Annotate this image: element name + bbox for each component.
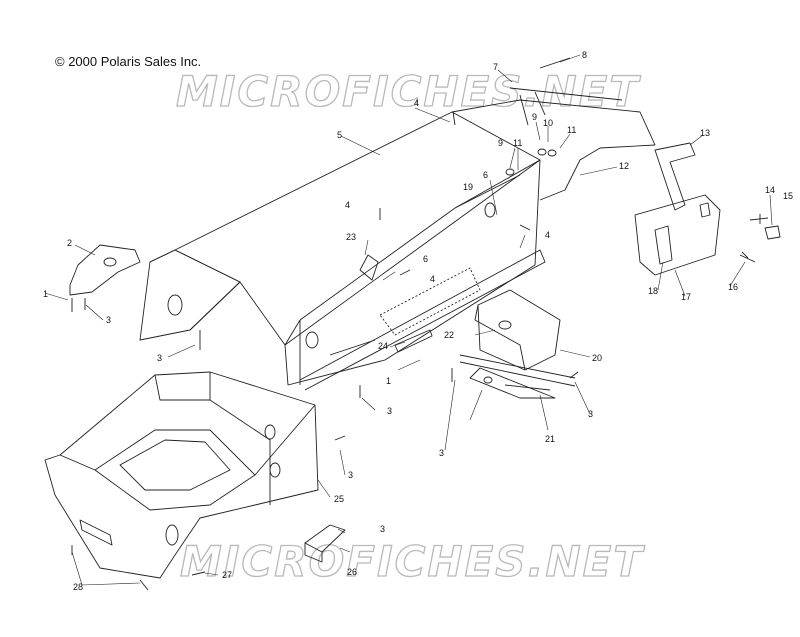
leader-lines bbox=[44, 54, 773, 586]
callout-11a: 11 bbox=[567, 125, 576, 135]
callout-4b: 4 bbox=[345, 200, 350, 210]
hitch-assembly-part bbox=[459, 289, 576, 399]
callout-3e: 3 bbox=[380, 524, 385, 534]
callout-9b: 9 bbox=[498, 138, 503, 148]
callout-3b: 3 bbox=[157, 353, 162, 363]
callout-3d: 3 bbox=[348, 470, 353, 480]
callout-28: 28 bbox=[73, 582, 83, 592]
rear-extension-part bbox=[451, 57, 656, 201]
tunnel-part bbox=[139, 111, 546, 391]
callout-3a: 3 bbox=[106, 315, 111, 325]
callout-3c: 3 bbox=[387, 406, 392, 416]
callout-25: 25 bbox=[334, 494, 344, 504]
callout-5: 5 bbox=[337, 130, 342, 140]
fasteners-right bbox=[739, 214, 781, 263]
bracket-part-2 bbox=[69, 244, 141, 312]
callout-7: 7 bbox=[493, 62, 498, 72]
callout-4a: 4 bbox=[414, 98, 419, 108]
callout-27: 27 bbox=[222, 570, 232, 580]
callout-8: 8 bbox=[582, 50, 587, 60]
callout-15: 15 bbox=[783, 191, 793, 201]
callout-19: 19 bbox=[463, 182, 473, 192]
callout-16: 16 bbox=[728, 282, 738, 292]
callout-23: 23 bbox=[346, 232, 356, 242]
callout-26: 26 bbox=[347, 567, 357, 577]
callout-18: 18 bbox=[648, 286, 658, 296]
bracket-part-13 bbox=[654, 142, 696, 211]
callout-1: 1 bbox=[43, 289, 48, 299]
callout-17: 17 bbox=[681, 292, 691, 302]
callout-4d: 4 bbox=[430, 274, 435, 284]
small-bracket-part-26 bbox=[304, 524, 346, 563]
callout-12: 12 bbox=[619, 161, 629, 171]
watermark-top: MICROFICHES.NET bbox=[175, 66, 640, 116]
callout-14: 14 bbox=[765, 185, 775, 195]
callout-1b: 1 bbox=[386, 376, 391, 386]
side-plate-part bbox=[634, 194, 721, 276]
callout-11b: 11 bbox=[513, 138, 522, 148]
callout-24: 24 bbox=[378, 341, 388, 351]
callout-6b: 6 bbox=[423, 254, 428, 264]
callout-20: 20 bbox=[592, 353, 602, 363]
callout-numbers: 1 1 2 3 3 3 3 3 3 3 4 4 4 4 5 6 6 7 8 9 … bbox=[43, 50, 793, 592]
bolts bbox=[71, 111, 579, 591]
callout-10: 10 bbox=[543, 118, 553, 128]
callout-21: 21 bbox=[545, 434, 555, 444]
rod-part-24 bbox=[394, 329, 433, 353]
callout-9a: 9 bbox=[532, 112, 537, 122]
callout-2: 2 bbox=[67, 238, 72, 248]
front-frame-part bbox=[44, 371, 319, 579]
copyright-notice: © 2000 Polaris Sales Inc. bbox=[55, 54, 202, 69]
callout-3f: 3 bbox=[439, 448, 444, 458]
watermark-bottom: MICROFICHES.NET bbox=[179, 536, 644, 586]
callout-4c: 4 bbox=[545, 230, 550, 240]
callout-3g: 3 bbox=[588, 409, 593, 419]
callout-13: 13 bbox=[700, 128, 710, 138]
callout-6a: 6 bbox=[483, 170, 488, 180]
callout-22: 22 bbox=[444, 330, 454, 340]
